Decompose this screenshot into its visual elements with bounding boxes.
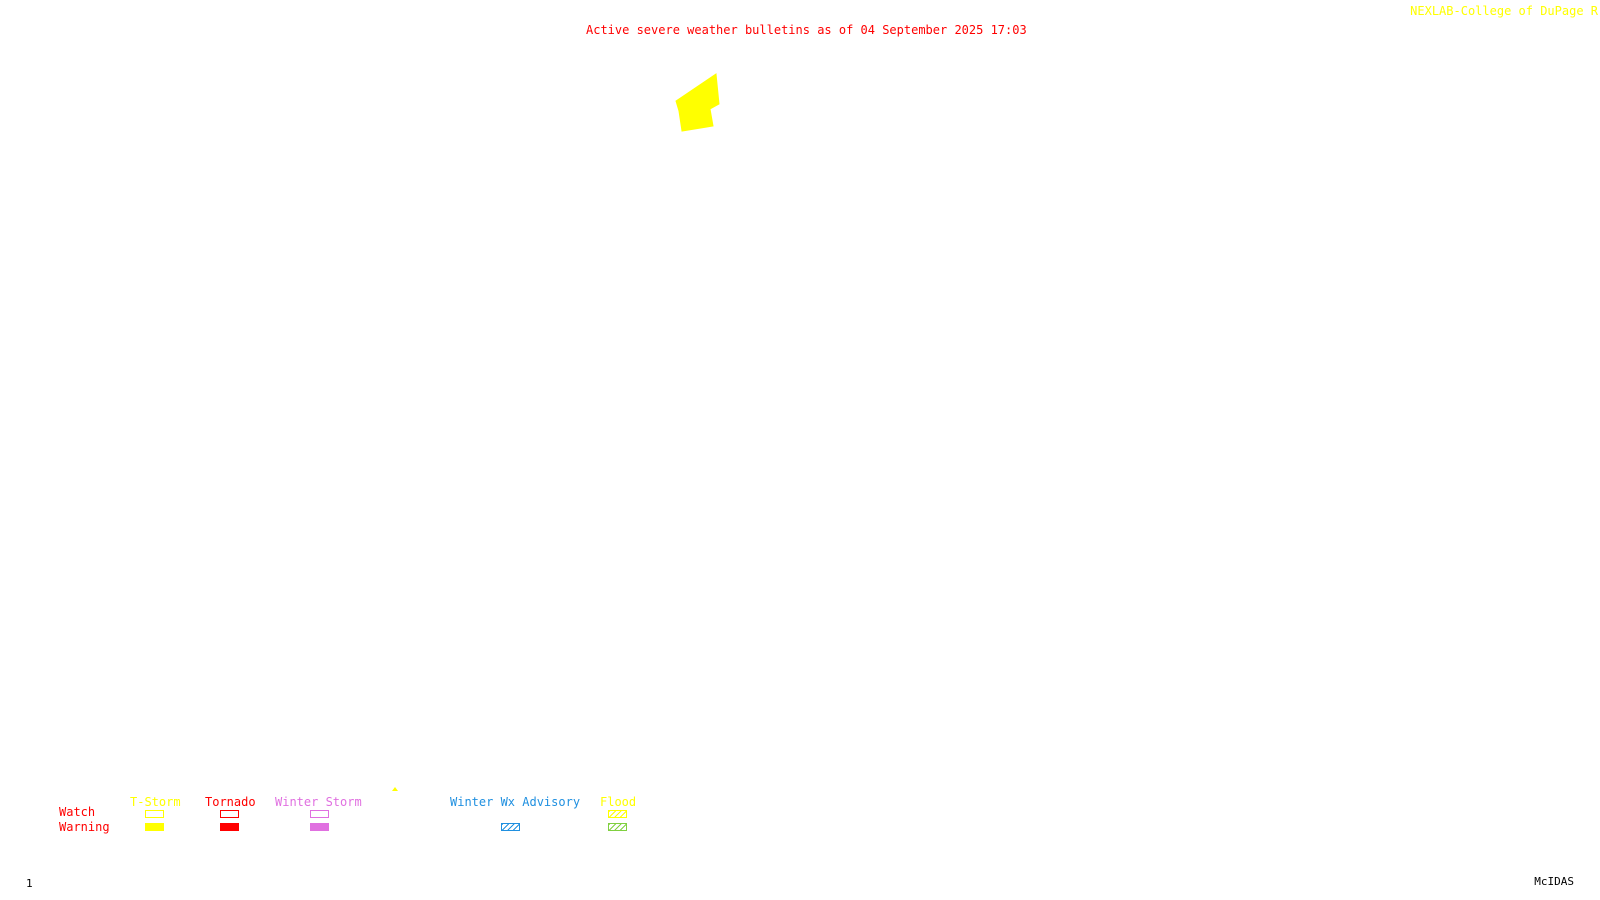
frame-number: 1	[26, 877, 33, 890]
credit-label: NEXLAB-College of DuPage R	[1410, 4, 1598, 18]
marker-triangle-icon	[392, 787, 398, 791]
winter-advisory-swatch	[501, 823, 520, 831]
tornado-watch-swatch	[220, 810, 239, 818]
page-title: Active severe weather bulletins as of 04…	[586, 23, 1027, 37]
tstorm-warning-polygon[interactable]	[675, 73, 720, 132]
legend-winter-advisory-label: Winter Wx Advisory	[450, 795, 581, 809]
legend-tstorm-label: T-Storm	[130, 795, 181, 809]
winter-storm-watch-swatch	[310, 810, 329, 818]
winter-storm-warning-swatch	[310, 823, 329, 831]
legend-tornado-label: Tornado	[205, 795, 256, 809]
tstorm-warning-swatch	[145, 823, 164, 831]
legend-warning-row-label: Warning	[59, 820, 110, 834]
software-label: McIDAS	[1534, 875, 1574, 888]
flood-watch-swatch	[608, 810, 627, 818]
legend-winter-storm-label: Winter Storm	[275, 795, 362, 809]
flood-warning-swatch	[608, 823, 627, 831]
tornado-warning-swatch	[220, 823, 239, 831]
legend-flood-label: Flood	[600, 795, 637, 809]
legend-watch-row-label: Watch	[59, 805, 96, 819]
tstorm-watch-swatch	[145, 810, 164, 818]
